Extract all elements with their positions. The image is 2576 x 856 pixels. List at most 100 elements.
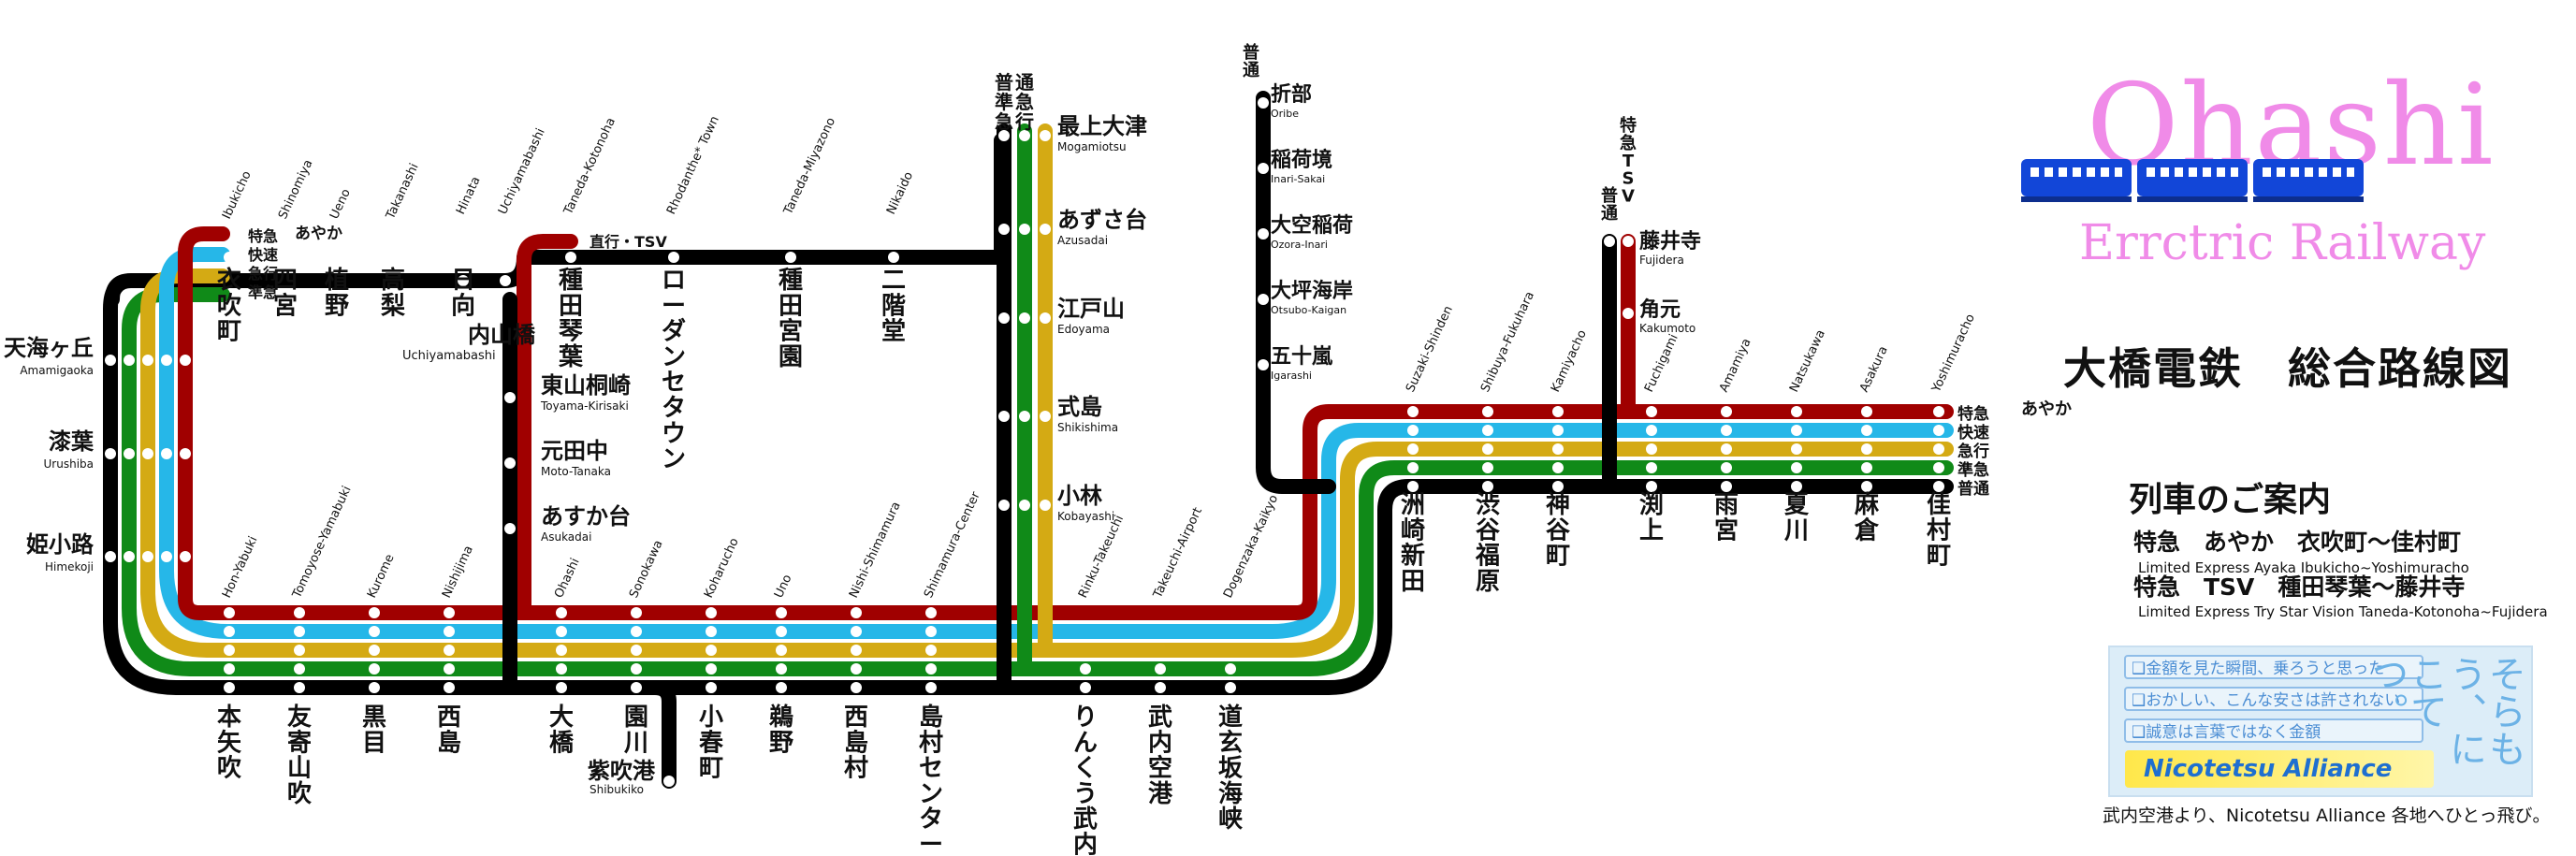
station-marker bbox=[369, 607, 380, 618]
logo-subtitle: Errctric Railway bbox=[2079, 215, 2486, 271]
station-marker bbox=[105, 448, 116, 459]
service-label: 通 bbox=[1601, 204, 1618, 224]
station-marker bbox=[444, 645, 455, 656]
service-label: 普 bbox=[1243, 42, 1259, 63]
service-label: 急 bbox=[1015, 91, 1034, 113]
service-2-name: 特急 TSV 種田琴葉〜藤井寺 bbox=[2133, 573, 2466, 601]
station-label: 川 bbox=[624, 729, 648, 757]
service-label: 準急 bbox=[1957, 460, 1989, 480]
station-marker bbox=[1552, 406, 1564, 417]
rapid-line bbox=[159, 247, 1954, 639]
station-label-en: Uno bbox=[772, 573, 794, 601]
station-marker bbox=[1646, 425, 1657, 436]
station-marker bbox=[142, 355, 153, 366]
station-label: 階 bbox=[881, 292, 906, 320]
station-label: 峡 bbox=[1218, 805, 1244, 834]
station-marker bbox=[1019, 130, 1030, 141]
station-marker bbox=[369, 682, 380, 693]
station-label: 鵜 bbox=[768, 703, 793, 732]
station-label: 堂 bbox=[881, 318, 906, 346]
service-label: 普 bbox=[995, 71, 1013, 94]
station-label: タ bbox=[662, 395, 686, 423]
station-label-en: Azusadai bbox=[1057, 234, 1108, 247]
station-marker bbox=[1646, 443, 1657, 455]
station-label: 元田中 bbox=[541, 438, 608, 464]
station-marker bbox=[925, 682, 937, 693]
station-marker bbox=[556, 682, 567, 693]
station-label-en: Yoshimuracho bbox=[1929, 312, 1978, 395]
station-marker bbox=[1623, 236, 1634, 247]
station-label-en: Toyama-Kirisaki bbox=[540, 399, 629, 413]
station-marker bbox=[504, 392, 516, 403]
station-marker bbox=[1646, 462, 1657, 473]
station-marker bbox=[161, 448, 172, 459]
station-marker bbox=[998, 130, 1010, 141]
station-marker bbox=[1040, 130, 1051, 141]
station-marker bbox=[224, 252, 235, 263]
limited-express-line bbox=[178, 226, 1954, 620]
station-marker bbox=[180, 551, 191, 562]
station-marker bbox=[998, 224, 1010, 235]
station-marker bbox=[1155, 663, 1166, 675]
station-label-en: Igarashi bbox=[1271, 370, 1312, 382]
station-label: 本 bbox=[217, 704, 241, 732]
station-marker bbox=[1791, 406, 1802, 417]
station-label-en: Asukadai bbox=[541, 530, 591, 544]
station-label: 内 bbox=[1073, 832, 1098, 856]
station-marker bbox=[776, 626, 787, 637]
station-marker bbox=[1791, 481, 1802, 492]
station-label: 町 bbox=[217, 318, 241, 346]
station-label: ロ bbox=[662, 267, 686, 295]
station-label: 吹 bbox=[217, 292, 241, 320]
station-marker bbox=[1861, 462, 1872, 473]
station-marker bbox=[387, 252, 399, 263]
station-label-en: Dogenzaka-Kaikyo bbox=[1221, 493, 1281, 601]
station-label: 園 bbox=[779, 343, 803, 371]
company-logo: Ohashi Errctric Railway bbox=[2021, 65, 2526, 299]
station-label: 小林 bbox=[1057, 483, 1102, 509]
station-label-en: Rinku-Takeuchi bbox=[1076, 514, 1127, 601]
station-label: 天海ヶ丘 bbox=[4, 335, 94, 361]
station-label: 宮 bbox=[1714, 515, 1739, 544]
station-label-en: Nishijima bbox=[440, 544, 476, 601]
service-label: 急行 bbox=[248, 265, 278, 283]
station-label: 園 bbox=[624, 704, 648, 732]
station-label: 港 bbox=[1148, 780, 1173, 808]
station-marker bbox=[458, 275, 469, 286]
station-label: 最上大津 bbox=[1057, 113, 1147, 139]
station-label: ン bbox=[662, 445, 686, 473]
station-label: ウ bbox=[662, 420, 686, 448]
station-label: 村 bbox=[919, 729, 943, 757]
station-marker bbox=[444, 626, 455, 637]
station-marker bbox=[1552, 443, 1564, 455]
station-marker bbox=[1019, 224, 1030, 235]
station-label: 西 bbox=[437, 704, 461, 732]
station-label: 田 bbox=[779, 292, 803, 320]
service-label: 通 bbox=[1243, 61, 1259, 80]
service-label-tsv: 直行・TSV bbox=[589, 233, 667, 251]
station-label: 村 bbox=[844, 755, 868, 783]
station-label: ん bbox=[1073, 729, 1098, 757]
station-label: 梨 bbox=[381, 292, 405, 320]
station-marker bbox=[851, 626, 862, 637]
station-marker bbox=[706, 682, 717, 693]
station-marker bbox=[1258, 294, 1269, 305]
station-marker bbox=[1482, 462, 1493, 473]
service-1-name: 特急 あやか 衣吹町〜佳村町 bbox=[2133, 529, 2462, 556]
station-marker bbox=[1258, 359, 1269, 370]
station-label: セ bbox=[919, 755, 943, 783]
station-label: 式島 bbox=[1057, 394, 1102, 420]
station-label: ン bbox=[662, 343, 686, 371]
station-label: 姫小路 bbox=[26, 531, 95, 558]
station-label: 稲荷境 bbox=[1271, 148, 1332, 172]
service-label: S bbox=[1623, 169, 1635, 189]
station-marker bbox=[1407, 406, 1419, 417]
station-marker bbox=[294, 626, 305, 637]
station-label: 目 bbox=[362, 729, 386, 757]
station-label-en: Uchiyamabashi bbox=[496, 126, 548, 217]
station-label-en: Amamiya bbox=[1717, 337, 1754, 395]
station-label: 山 bbox=[287, 755, 312, 783]
station-label: う bbox=[1073, 780, 1098, 808]
station-marker bbox=[998, 411, 1010, 422]
